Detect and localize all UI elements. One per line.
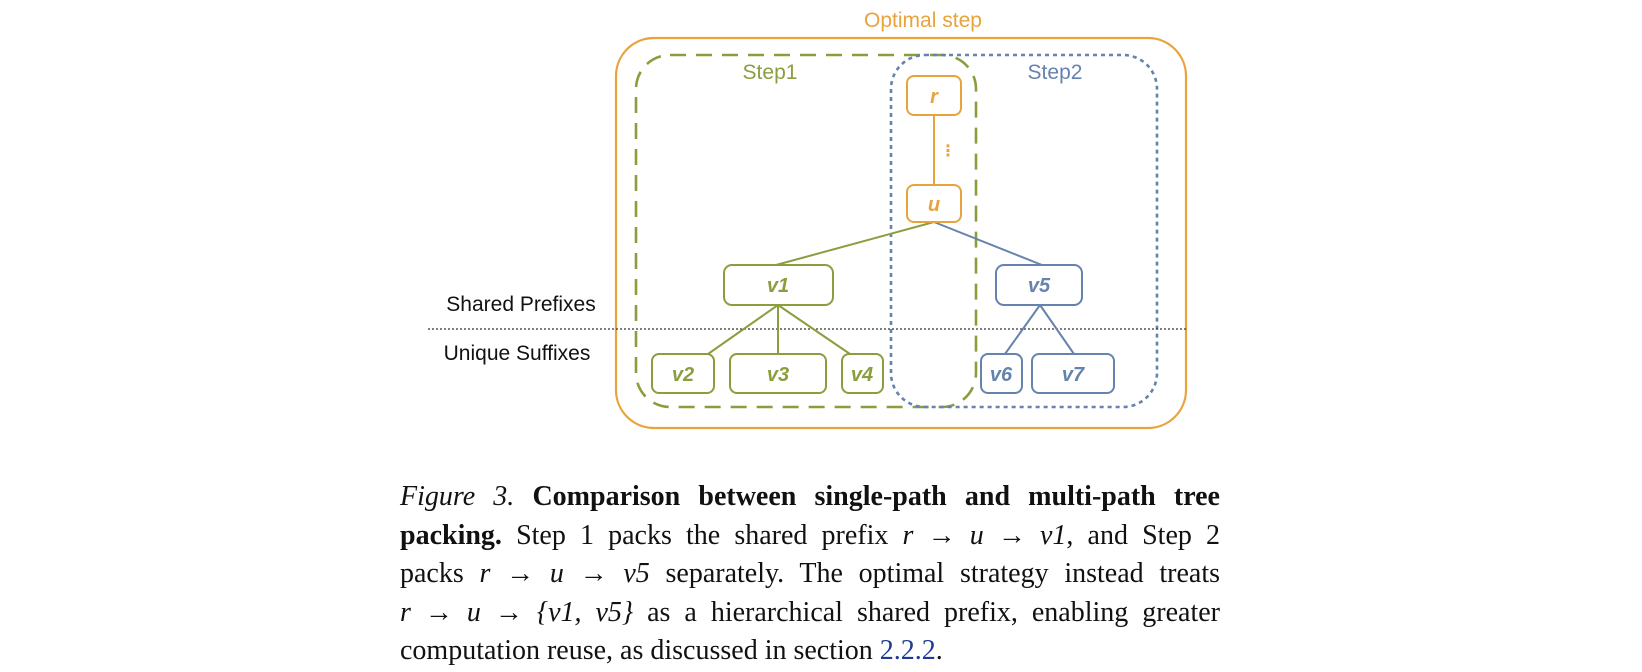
ellipsis-icon: ⋮	[940, 141, 956, 160]
edge-u-v1	[775, 221, 935, 266]
node-v7: v7	[1031, 353, 1115, 394]
caption-line-1: Figure 3. Comparison between single-path…	[400, 478, 1220, 517]
section-link[interactable]: 2.2.2	[879, 635, 936, 666]
edge-v5-v6	[1004, 304, 1041, 355]
svg-text:v1: v1	[767, 275, 789, 297]
node-v3: v3	[729, 353, 827, 394]
step1-box	[634, 53, 978, 409]
node-v6: v6	[980, 353, 1023, 394]
node-r: r	[906, 75, 962, 116]
unique-suffixes-label: Unique Suffixes	[444, 342, 591, 365]
svg-text:v7: v7	[1062, 364, 1085, 386]
shared-prefixes-label: Shared Prefixes	[446, 293, 595, 316]
svg-text:v3: v3	[767, 364, 789, 386]
node-v5: v5	[995, 264, 1083, 306]
svg-text:v6: v6	[990, 364, 1013, 386]
expression-1: r → u → v1	[902, 519, 1067, 551]
svg-text:u: u	[928, 194, 940, 216]
edge-v5-v7	[1039, 304, 1075, 355]
step2-label: Step2	[1028, 61, 1083, 84]
caption-title-end: packing.	[400, 519, 502, 551]
node-v2: v2	[651, 353, 715, 394]
svg-text:v2: v2	[672, 364, 694, 386]
svg-text:v5: v5	[1028, 275, 1051, 297]
edge-v1-v2	[707, 304, 779, 355]
caption-title: Comparison between single-path and multi…	[532, 481, 1220, 512]
optimal-step-label: Optimal step	[864, 9, 982, 32]
edge-u-v5	[933, 221, 1043, 266]
step1-label: Step1	[743, 61, 798, 84]
step2-box	[889, 53, 1159, 409]
figure-caption: Figure 3. Comparison between single-path…	[400, 478, 1220, 671]
caption-line-2: packing. Step 1 packs the shared prefix …	[400, 519, 1221, 551]
edge-v1-v4	[777, 304, 851, 355]
node-v1: v1	[723, 264, 834, 306]
caption-line-3: packs r → u → v5 separately. The optimal…	[400, 558, 1220, 589]
tree-packing-diagram: Optimal step Step1 Step2 Shared Prefixes…	[428, 9, 1188, 430]
figure-number: Figure 3.	[400, 481, 515, 512]
caption-line-4: r → u → {v1, v5} as a hierarchical share…	[400, 596, 1220, 628]
node-v4: v4	[841, 353, 884, 394]
node-u: u	[906, 184, 962, 223]
caption-line-5: computation reuse, as discussed in secti…	[400, 635, 943, 666]
expression-3: r → u → {v1, v5}	[400, 596, 634, 628]
svg-text:r: r	[930, 86, 939, 108]
optimal-step-box	[614, 36, 1188, 430]
svg-text:v4: v4	[851, 364, 873, 386]
expression-2: r → u → v5	[479, 558, 650, 589]
